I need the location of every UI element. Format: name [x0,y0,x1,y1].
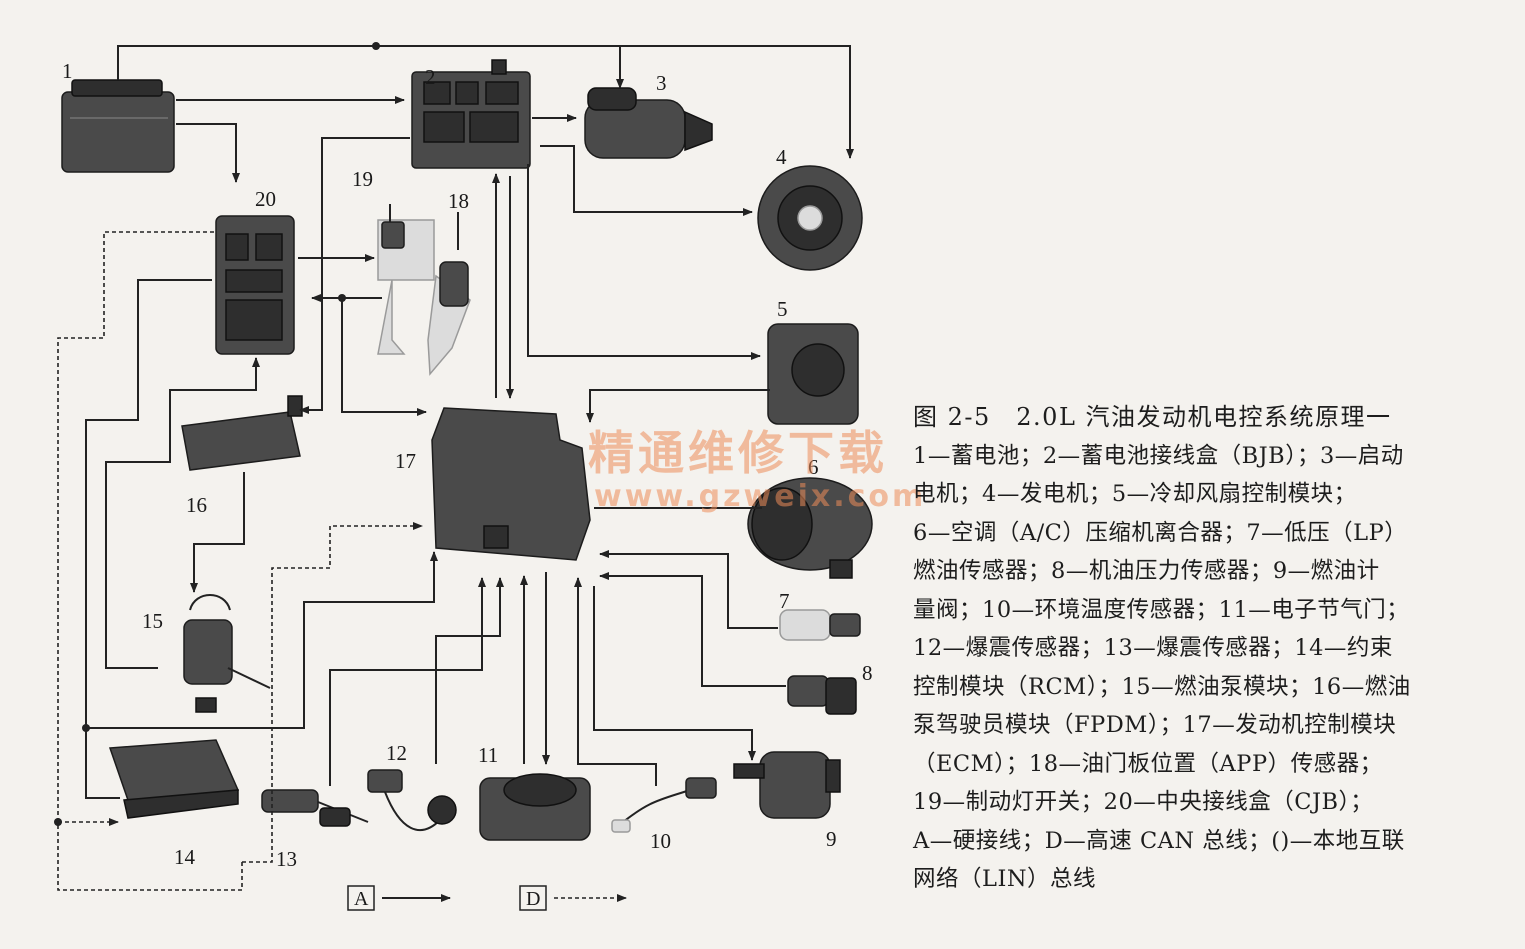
fpdm-module-icon [181,395,303,471]
legend-can-letter: D [526,888,540,910]
component-label: 4 [776,145,787,169]
throttle-body-icon [479,773,591,841]
fuel-metering-valve-icon [733,751,841,819]
caption-title: 图 2-5 2.0L 汽油发动机电控系统原理一 [913,403,1392,431]
caption-line: 量阀；10—环境温度传感器；11—电子节气门； [913,596,1410,623]
component-label: 12 [386,741,407,765]
caption-line: 网络（LIN）总线 [913,866,1097,892]
bjb-fuse-box-icon [411,59,531,169]
knock-sensor-12-icon [367,769,457,831]
hardwire-connections [82,42,854,799]
fuel-pump-module-icon [183,594,271,713]
component-label: 17 [395,449,416,473]
caption-line: （ECM）；18—油门板位置（APP）传感器； [913,750,1383,777]
can-bus-connections [54,231,423,891]
component-labels: 1 2 3 4 5 6 7 8 9 10 11 12 13 14 15 16 1… [62,59,873,871]
legend-hardwire-letter: A [354,888,369,910]
component-label: 3 [656,71,667,95]
line-legend: A D [347,885,627,911]
battery-icon [61,79,175,173]
cooling-fan-module-icon [767,323,859,425]
ac-compressor-icon [747,477,873,579]
component-label: 18 [448,189,469,213]
brake-light-switch-icon [381,221,405,249]
alternator-icon [757,165,863,271]
component-label: 7 [779,589,790,613]
caption-line: 1—蓄电池；2—蓄电池接线盒（BJB）；3—启动 [913,442,1404,469]
caption-line: 19—制动灯开关；20—中央接线盒（CJB）； [913,789,1374,815]
ecm-module-icon [431,407,591,561]
component-label: 20 [255,187,276,211]
starter-motor-icon [584,87,713,159]
component-label: 14 [174,845,196,869]
caption-line: 泵驾驶员模块（FPDM）；17—发动机控制模块 [913,712,1397,738]
caption-line: 控制模块（RCM）；15—燃油泵模块；16—燃油 [913,673,1411,700]
component-label: 1 [62,59,73,83]
component-label: 13 [276,847,297,871]
component-label: 16 [186,493,207,517]
oil-pressure-sensor-icon [787,675,857,715]
component-label: 5 [777,297,788,321]
component-label: 15 [142,609,163,633]
caption-line: 燃油传感器；8—机油压力传感器；9—燃油计 [913,558,1380,584]
ambient-temp-sensor-icon [611,777,717,833]
caption-line: 电机；4—发电机；5—冷却风扇控制模块； [913,481,1357,507]
caption-line: A—硬接线；D—高速 CAN 总线；()—本地互联 [913,827,1405,854]
rcm-module-icon [108,739,240,819]
app-sensor-icon [439,261,469,307]
component-label: 19 [352,167,373,191]
figure-caption: 图 2-5 2.0L 汽油发动机电控系统原理一 1—蓄电池；2—蓄电池接线盒（B… [913,398,1473,899]
knock-sensor-13-icon [261,789,369,827]
component-label: 2 [425,65,436,89]
caption-line: 6—空调（A/C）压缩机离合器；7—低压（LP） [913,519,1408,546]
component-label: 11 [478,743,498,767]
caption-line: 12—爆震传感器；13—爆震传感器；14—约束 [913,635,1393,661]
lp-fuel-sensor-icon [779,609,861,641]
component-label: 9 [826,827,837,851]
component-label: 8 [862,661,873,685]
component-label: 6 [808,455,819,479]
component-label: 10 [650,829,671,853]
cjb-fuse-box-icon [215,215,295,355]
